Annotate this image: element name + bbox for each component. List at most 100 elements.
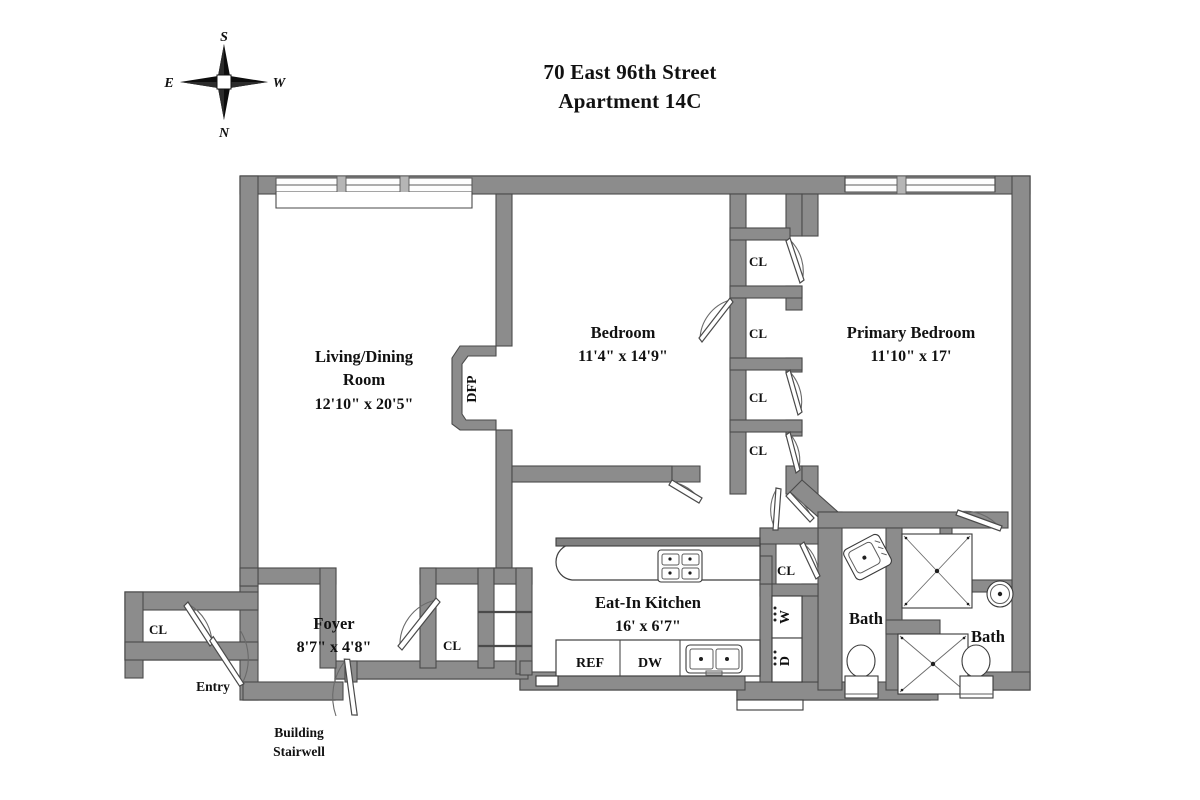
appliance-labels: REF DW W D DFP (465, 375, 793, 671)
wall-entry-closet-bottom (124, 641, 259, 661)
kitchen-dimensions: 16' x 6'7" (615, 618, 681, 635)
kitchen-backsplash (555, 537, 761, 547)
room-label-foyer: Foyer 8'7" x 4'8" (297, 614, 372, 656)
door-closet-4 (785, 430, 801, 475)
door-closet-3 (785, 368, 803, 417)
wall-fireplace-alcove (451, 345, 497, 431)
plan-title: 70 East 96th Street Apartment 14C (543, 60, 716, 113)
room-label-eat-in-kitchen: Eat-In Kitchen 16' x 6'7" (595, 593, 701, 635)
window-mullion-3 (896, 175, 907, 195)
plan-annotations: Entry Building Stairwell (196, 679, 325, 759)
title-line-2: Apartment 14C (558, 89, 701, 113)
bath-label-secondary: Bath (971, 627, 1005, 646)
kitchen-step (535, 675, 559, 687)
washer-unit (771, 595, 803, 639)
bath-primary-sink-icon (843, 533, 892, 581)
bath-secondary-toilet-icon (959, 644, 994, 699)
title-line-1: 70 East 96th Street (543, 60, 716, 84)
kitchen-sink-icon (685, 644, 743, 676)
window-jambs (844, 176, 996, 192)
foyer-dimensions: 8'7" x 4'8" (297, 639, 372, 656)
room-label-living-dining: Living/Dining Room 12'10" x 20'5" (315, 347, 414, 413)
wall-closet-column-left (729, 193, 747, 495)
bath-labels: Bath Bath (849, 609, 1005, 646)
wall-nub-left (239, 567, 259, 587)
door-primary-bath (955, 509, 1003, 532)
fireplace-label: DFP (465, 375, 480, 403)
wall-nub-kitchen (519, 660, 533, 676)
door-bedroom (668, 479, 703, 504)
wall-foyer-closet-right (477, 567, 495, 669)
bath-fixtures (843, 533, 1014, 699)
laundry-fixtures (771, 595, 803, 683)
dryer-unit (771, 637, 803, 683)
door-hall-b (770, 487, 782, 531)
wall-closet-divider-2 (729, 357, 803, 371)
closet-label-entry: CL (149, 622, 167, 637)
building-stairwell-label-line-2: Stairwell (273, 744, 325, 759)
primary-bedroom-dimensions: 11'10" x 17' (871, 348, 952, 365)
room-label-primary-bedroom: Primary Bedroom 11'10" x 17' (847, 323, 976, 365)
door-hall-a (785, 491, 815, 523)
room-labels: Living/Dining Room 12'10" x 20'5" Bedroo… (297, 323, 976, 656)
wall-closet-divider-0 (729, 227, 791, 241)
wall-right-exterior (1011, 175, 1031, 691)
compass-rose: S N E W (163, 30, 286, 141)
foyer-name: Foyer (313, 614, 354, 633)
wall-left-exterior (239, 175, 259, 593)
wall-kitchen-closet-left (759, 555, 773, 585)
room-label-bedroom: Bedroom 11'4" x 14'9" (578, 323, 668, 365)
refrigerator-label: REF (576, 656, 604, 671)
door-closet-2 (698, 297, 734, 343)
compass-needle-top-shade (218, 44, 224, 82)
living-dining-name-line-2: Room (343, 370, 385, 389)
window-group-living-dining (275, 175, 473, 209)
wall-bath-inner-divider (885, 619, 941, 635)
door-entry (209, 629, 249, 687)
compass-label-left: E (163, 76, 173, 91)
wall-living-bedroom-upper (495, 193, 513, 347)
closet-label-bedroom-4: CL (749, 443, 767, 458)
dryer-label: D (778, 656, 793, 666)
washer-label: W (778, 610, 793, 624)
compass-label-top: S (220, 30, 228, 45)
entry-label: Entry (196, 679, 230, 694)
wall-kitchen-left (515, 567, 533, 675)
cooktop-icon (657, 549, 703, 583)
closet-label-kitchen: CL (777, 563, 795, 578)
compass-needle-right-shade (224, 82, 268, 88)
closet-label-foyer: CL (443, 638, 461, 653)
window-group-primary-bedroom (844, 175, 996, 195)
compass-needle-left-shade (180, 82, 224, 88)
primary-bedroom-name: Primary Bedroom (847, 323, 976, 342)
bath-secondary-sink-icon (986, 580, 1014, 608)
building-stairwell-label-line-1: Building (274, 725, 324, 740)
wall-laundry-left (759, 583, 773, 683)
kitchen-name: Eat-In Kitchen (595, 593, 701, 612)
closet-label-bedroom-3: CL (749, 390, 767, 405)
window-mullion-2 (399, 175, 410, 195)
bath-primary-toilet-icon (844, 644, 879, 699)
wall-living-bedroom-lower (495, 429, 513, 583)
kitchen-fixtures (535, 537, 804, 711)
window-recess-outline (275, 192, 473, 209)
door-kitchen-closet (799, 541, 821, 580)
closet-labels: CL CL CL CL CL CL CL (149, 254, 795, 653)
wall-structure (124, 175, 1031, 701)
wall-laundry-top (759, 527, 819, 545)
closet-label-bedroom-1: CL (749, 254, 767, 269)
door-group (183, 237, 1003, 717)
door-foyer-closet (397, 597, 441, 651)
wall-primary-left-upper (801, 193, 819, 237)
wall-bath-left (817, 511, 843, 691)
wall-angled-hall-b (671, 465, 701, 483)
wall-bedroom-bottom (511, 465, 673, 483)
door-building-stairwell (332, 658, 358, 717)
living-dining-dimensions: 12'10" x 20'5" (315, 396, 414, 413)
tub-lower-icon (897, 633, 969, 695)
bath-label-primary: Bath (849, 609, 883, 628)
compass-label-right: W (273, 76, 287, 91)
dishwasher-label: DW (638, 656, 662, 671)
